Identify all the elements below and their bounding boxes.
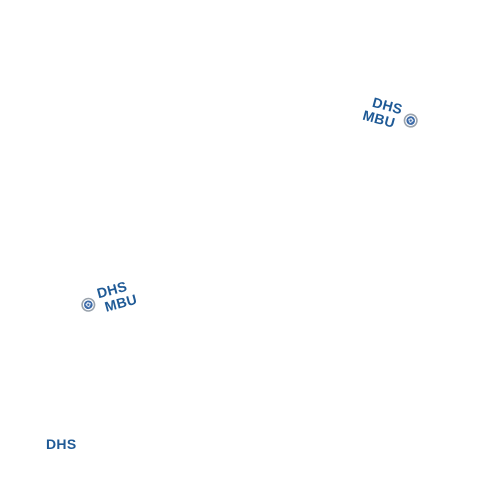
dhs-seal-icon [404, 113, 419, 128]
dhs-seal-icon [81, 297, 96, 312]
logo-text: DHS MBU [95, 277, 139, 316]
dhs-mbu-logo-top-right: DHS MBU [361, 93, 422, 136]
logo-text: DHS MBU [361, 93, 404, 131]
dhs-mbu-logo-middle-left: DHS MBU [77, 277, 139, 320]
dhs-label-bottom-left: DHS [46, 436, 77, 452]
